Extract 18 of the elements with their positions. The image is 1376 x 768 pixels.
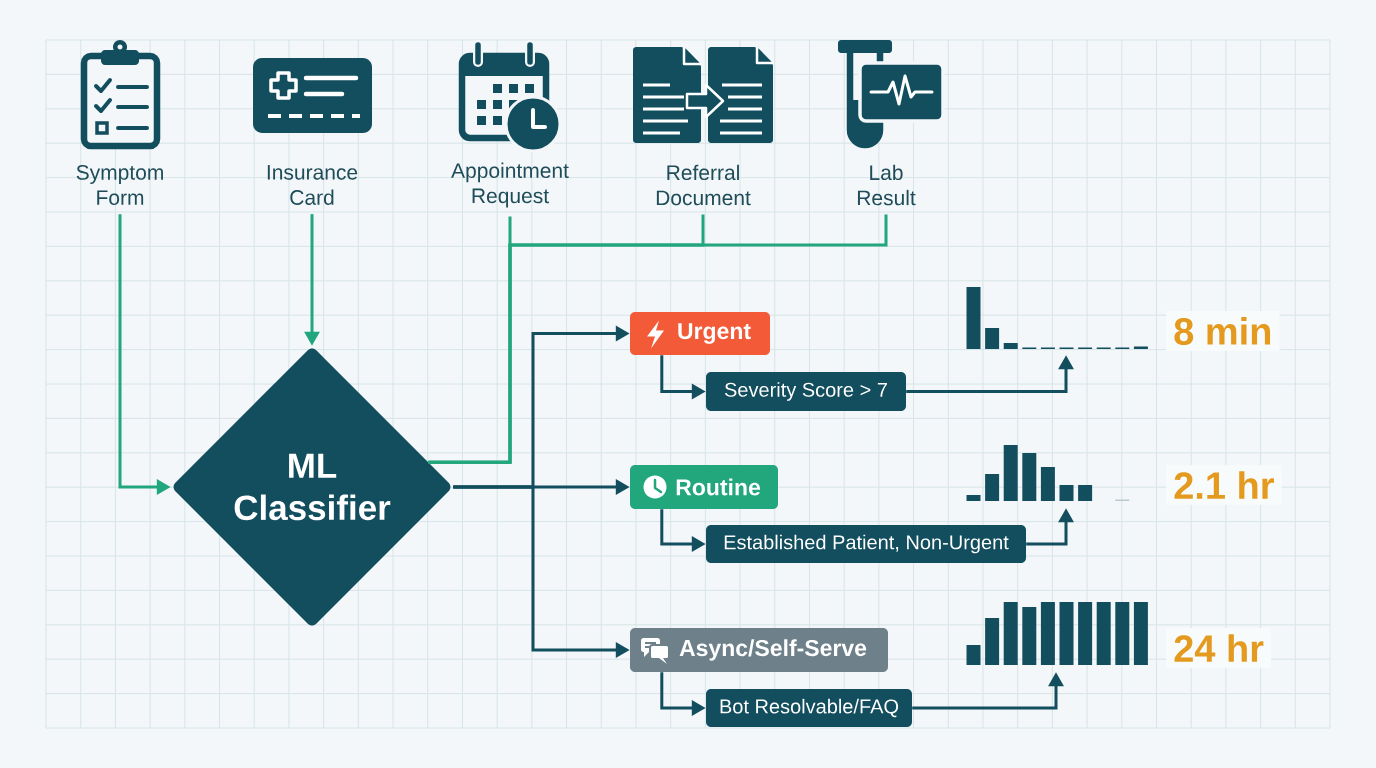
input-label: Symptom Form	[76, 164, 163, 206]
condition-box: Bot Resolvable/FAQ	[706, 689, 912, 727]
input-label: Lab Result	[857, 164, 916, 206]
input-label: Insurance Card	[267, 165, 358, 205]
time-label: 24 hr	[1166, 628, 1272, 668]
category-box: Routine	[630, 465, 778, 509]
condition-box: Severity Score > 7	[706, 372, 906, 411]
input-label: Appointment Request	[451, 162, 569, 208]
bar-chart	[966, 602, 1148, 665]
time-label: 8 min	[1166, 311, 1280, 351]
condition-box: Established Patient, Non-Urgent	[706, 525, 1026, 563]
category-box: Async/Self-Serve	[630, 628, 888, 672]
input-label: Referral Document	[656, 164, 751, 206]
time-label: 2.1 hr	[1166, 465, 1282, 505]
bar-chart	[966, 445, 1130, 501]
connector-line	[428, 214, 888, 464]
bar-chart	[966, 287, 1148, 349]
category-box: Urgent	[630, 312, 770, 355]
